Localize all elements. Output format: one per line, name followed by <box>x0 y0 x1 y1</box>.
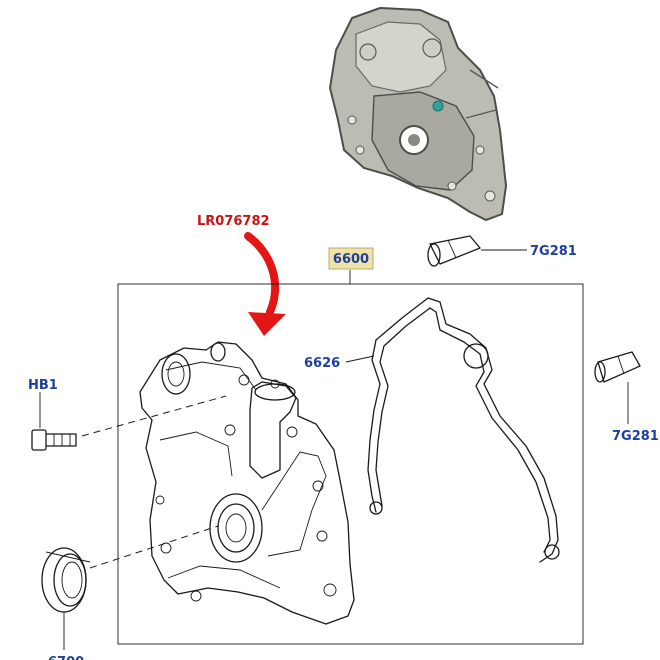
red-arrow-icon <box>244 232 286 336</box>
gasket-drawing <box>367 297 560 563</box>
assembly-callout: 6600 <box>333 252 369 267</box>
bolt-callout: HB1 <box>28 378 58 393</box>
dowel-top-callout: 7G281 <box>530 244 577 259</box>
dowel-top-drawing <box>427 235 481 267</box>
dowel-right-callout: 7G281 <box>612 429 659 444</box>
dowel-right-drawing <box>594 351 641 383</box>
part-number-label: LR076782 <box>197 214 270 229</box>
assembly-highlight-box <box>328 247 374 270</box>
seal-callout: 6700 <box>48 655 84 660</box>
oil-seal-drawing <box>41 547 91 613</box>
gasket-callout: 6626 <box>304 356 340 371</box>
assembly-frame <box>117 283 584 645</box>
oil-pump-render <box>328 6 508 222</box>
oil-pump-housing-drawing <box>139 341 355 625</box>
bolt-drawing <box>31 429 77 451</box>
